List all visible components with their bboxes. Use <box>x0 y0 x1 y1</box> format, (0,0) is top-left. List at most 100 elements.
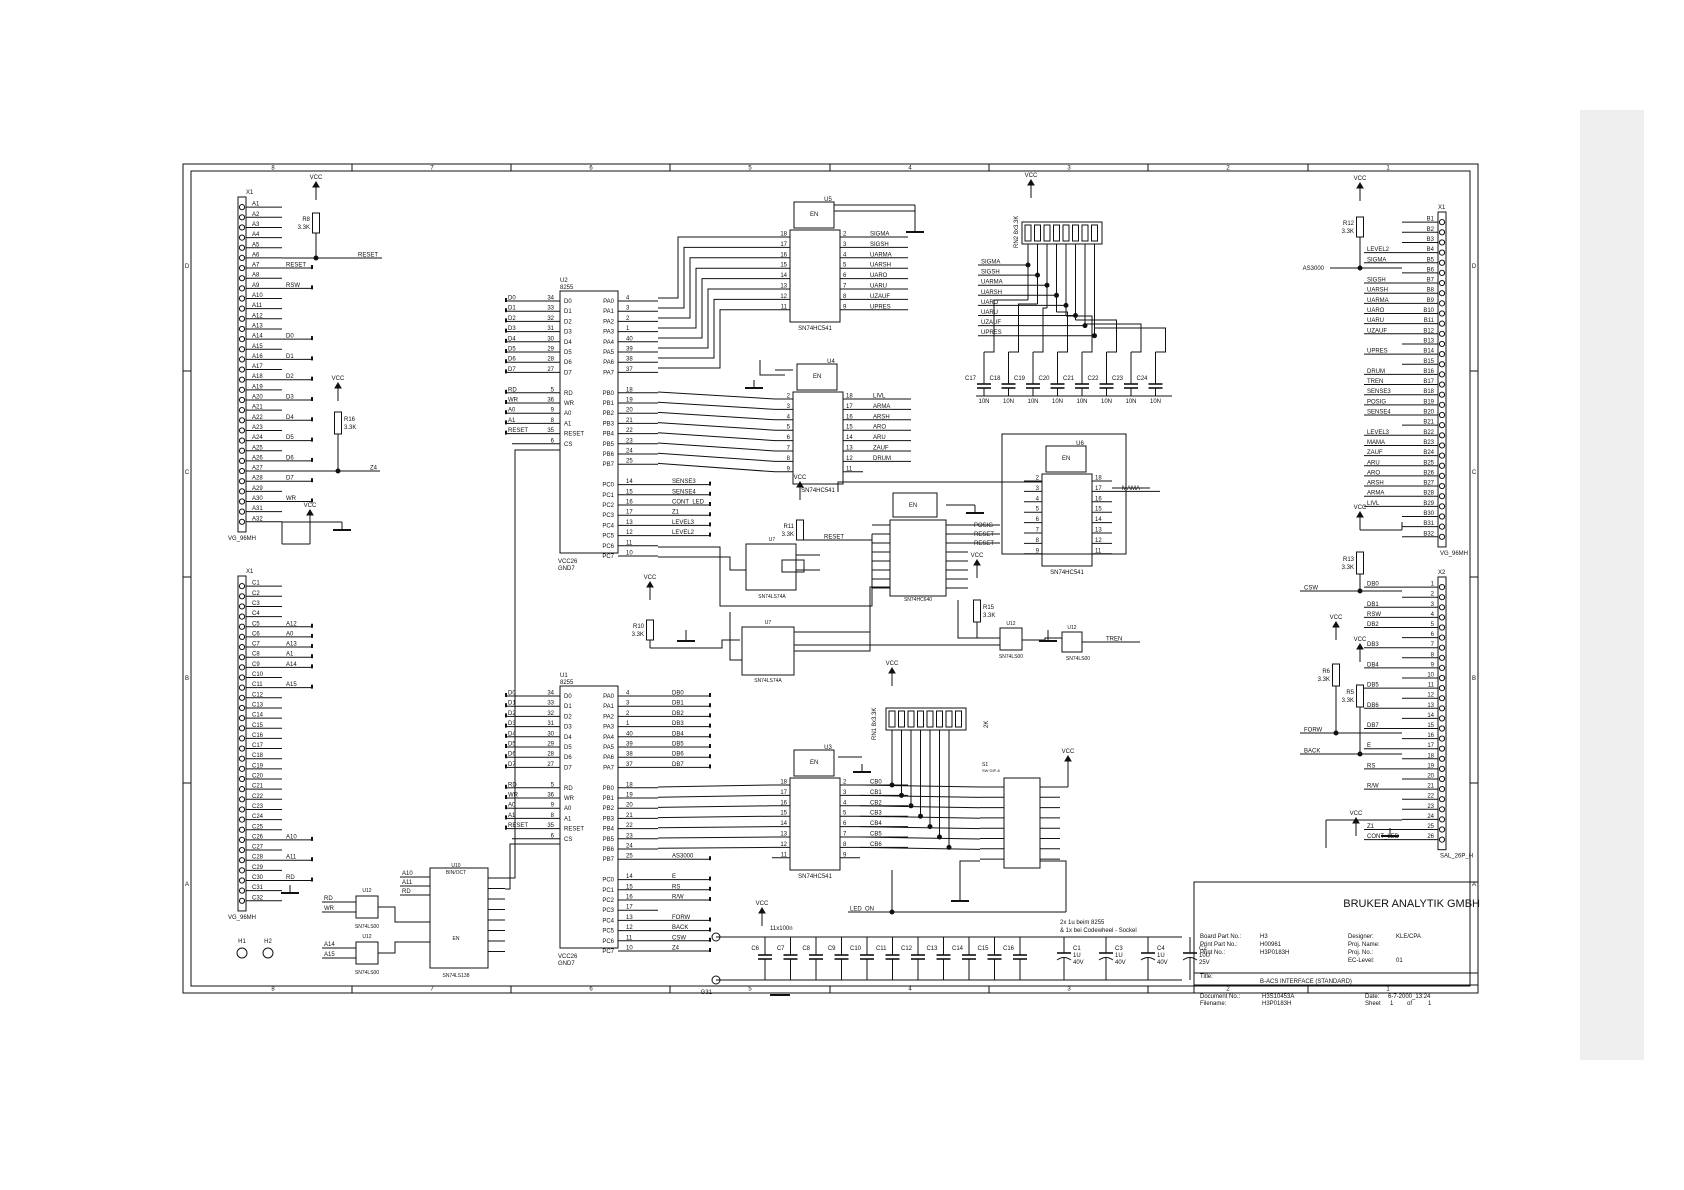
connector-pin <box>238 285 246 292</box>
pin-name: D0 <box>564 694 572 700</box>
pin-number: 15 <box>846 425 853 431</box>
ppi-body <box>559 685 619 949</box>
pin-number: 16 <box>626 500 633 506</box>
connector-pin <box>1438 290 1446 297</box>
chip-part: SN74LS00 <box>999 654 1023 660</box>
bus-wire <box>658 267 772 329</box>
inner-border <box>190 170 1471 987</box>
decoupling-label: 11x100n <box>770 926 793 932</box>
vcc-label: VCC <box>1330 615 1343 621</box>
vcc-label: VCC <box>886 661 899 667</box>
pin-name: PB7 <box>603 857 615 863</box>
pin-name: PA0 <box>603 694 615 700</box>
bus-wire <box>657 815 773 819</box>
net-label: UZAUF <box>870 294 890 300</box>
mounting-hole-icon <box>236 947 248 959</box>
resistor-element <box>1062 224 1070 242</box>
pin-name: PB3 <box>603 816 615 822</box>
vcc-label: VCC <box>971 553 984 559</box>
connector-pin <box>1438 644 1446 651</box>
net-label: DB2 <box>1367 622 1379 628</box>
pin-number: 3 <box>1036 486 1040 492</box>
pin-number: 6 <box>843 821 847 827</box>
connector-ref: X2 <box>1438 570 1446 576</box>
title-field-label: of <box>1407 1001 1412 1007</box>
pin-number: 34 <box>547 296 554 302</box>
net-label: DB3 <box>672 721 684 727</box>
pin-name: CS <box>564 442 572 448</box>
net-label: RD <box>324 896 333 902</box>
vcc-arrow-icon <box>888 667 896 674</box>
pin-number: 9 <box>1036 548 1040 554</box>
connector-pin <box>238 244 246 251</box>
cap-ref: C4 <box>1157 946 1165 952</box>
net-label: CB5 <box>870 832 882 838</box>
vcc-label: VCC <box>1350 811 1363 817</box>
pin-name: PB4 <box>603 827 615 833</box>
connector-pin <box>238 786 246 793</box>
connector-pin <box>1438 654 1446 661</box>
pin-number: 33 <box>547 701 554 707</box>
net-label: E <box>1367 743 1371 749</box>
title-field-value: B-ACS INTERFACE (STANDARD) <box>1260 979 1352 985</box>
pin-number: C11 <box>252 682 263 688</box>
connector-pin <box>238 508 246 515</box>
pin-name: PA7 <box>603 370 615 376</box>
pin-name: PC1 <box>602 888 614 894</box>
pin-name: PB0 <box>603 786 615 792</box>
net-label: WR <box>508 793 519 799</box>
title-field-value: 6-7-2000_13:24 <box>1388 994 1431 1000</box>
pin-name: D0 <box>564 299 572 305</box>
title-field-label: Filename: <box>1200 1001 1227 1007</box>
pin-number: 38 <box>626 752 633 758</box>
resistor <box>1356 684 1364 708</box>
pin-number: 7 <box>843 284 847 290</box>
vcc-label: VCC <box>756 901 769 907</box>
connector-pin <box>238 325 246 333</box>
pin-number: 6 <box>551 438 555 444</box>
pin-number: A23 <box>252 425 263 431</box>
pin-number: 18 <box>780 780 787 786</box>
pin-number: 8 <box>843 842 847 848</box>
connector-pin <box>1438 786 1446 793</box>
pin-number: 21 <box>626 813 633 819</box>
pin-number: B4 <box>1427 247 1435 253</box>
net-label: D1 <box>286 354 294 360</box>
pin-number: B26 <box>1423 470 1434 476</box>
connector-ref: X1 <box>246 190 254 196</box>
pin-number: 2 <box>843 232 847 238</box>
vcc-label: VCC <box>1354 176 1367 182</box>
resistor-element <box>1034 224 1041 242</box>
net-label: DB6 <box>672 752 684 758</box>
pin-number: 17 <box>626 905 633 911</box>
pin-number: B10 <box>1423 308 1434 314</box>
net-label: UARMA <box>1367 298 1389 304</box>
connector-pin <box>238 488 246 495</box>
chip-ref: U2 <box>560 278 568 284</box>
elcap-plate <box>1182 957 1198 961</box>
net-label: R/W <box>1367 784 1379 790</box>
pin-number: A7 <box>252 263 260 269</box>
resistor <box>1356 551 1364 575</box>
pin-name: D7 <box>564 765 572 771</box>
connector-pin <box>1438 503 1446 510</box>
pin-name: RESET <box>564 432 584 438</box>
pin-number: C19 <box>252 763 264 769</box>
side-strip <box>1580 110 1644 1060</box>
net-label: UZAUF <box>1367 328 1387 334</box>
wire <box>1075 319 1117 353</box>
net-label: TREN <box>1367 379 1383 385</box>
connector-pin <box>238 376 246 383</box>
pin-name: PB6 <box>603 452 615 458</box>
chip-gnd: GND7 <box>558 961 575 967</box>
pin-name: PA4 <box>603 735 615 741</box>
enable-label: EN <box>810 760 818 766</box>
pin-number: 31 <box>547 326 554 332</box>
net-label: SIGSH <box>1367 278 1386 284</box>
resistor-value: 3.3K <box>983 613 995 619</box>
pin-number: B20 <box>1423 410 1434 416</box>
pin-number: 5 <box>1036 507 1040 513</box>
connector-pin <box>1438 755 1446 762</box>
connector-pin <box>238 704 246 712</box>
net-label: A13 <box>286 642 297 648</box>
